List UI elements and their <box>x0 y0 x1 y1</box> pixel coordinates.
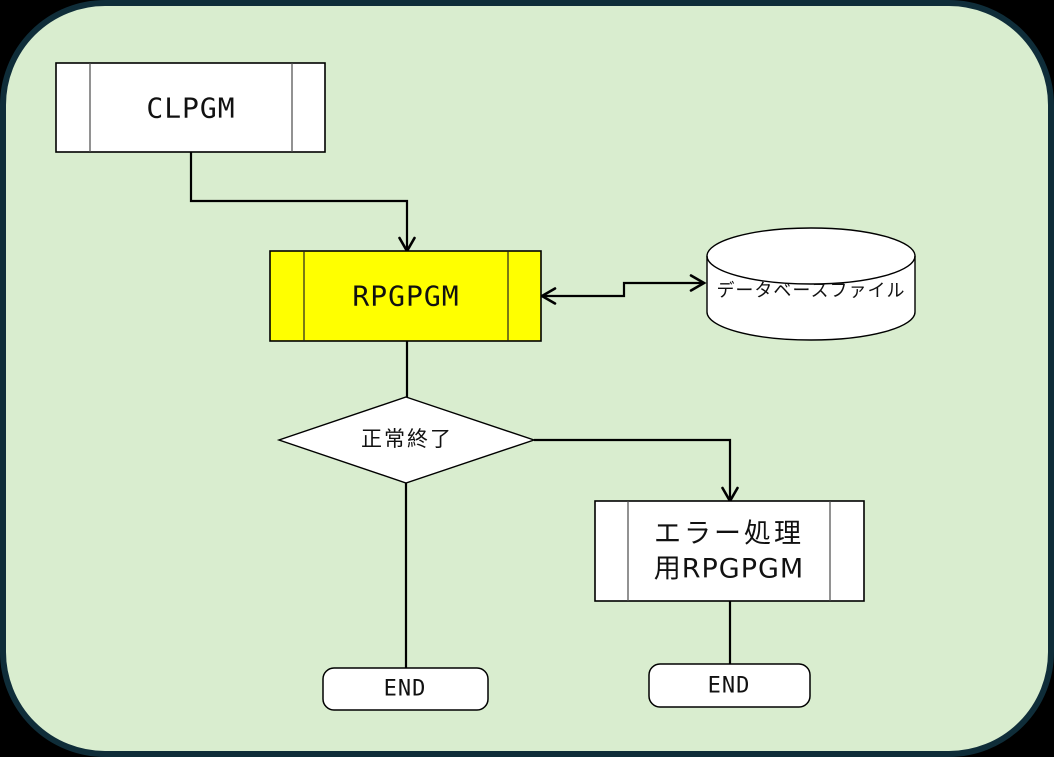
rpgpgm-box <box>269 250 542 342</box>
node-decision: 正常終了 <box>276 396 537 484</box>
end-left-label: END <box>384 677 427 702</box>
end-right-label: END <box>708 674 751 699</box>
database-top-rim <box>706 255 916 285</box>
edge-rpgpgm-database-both <box>543 281 703 298</box>
node-database-cylinder: データベースファイル <box>706 227 916 341</box>
arrowhead-left-rpgpgm-icon <box>539 287 557 305</box>
node-error-rpgpgm: エラー処理 用RPGPGM <box>594 500 865 602</box>
node-end-left: END <box>322 667 489 711</box>
database-label: データベースファイル <box>716 281 905 302</box>
decision-label: 正常終了 <box>361 427 453 451</box>
error-label-line2: 用RPGPGM <box>654 554 804 585</box>
edge-clpgm-to-rpgpgm <box>189 152 409 249</box>
decision-diamond <box>276 396 537 484</box>
clpgm-label: CLPGM <box>146 92 235 125</box>
edge-decision-to-error <box>534 438 732 499</box>
error-label-line1: エラー処理 <box>654 519 804 550</box>
end-right-box <box>648 663 811 708</box>
error-box <box>594 500 865 602</box>
node-end-right: END <box>648 663 811 708</box>
arrowhead-right-database-icon <box>689 274 707 292</box>
clpgm-box <box>55 62 326 153</box>
end-left-box <box>322 667 489 711</box>
rpgpgm-label: RPGPGM <box>352 280 459 313</box>
node-clpgm: CLPGM <box>55 62 326 153</box>
node-rpgpgm: RPGPGM <box>269 250 542 342</box>
